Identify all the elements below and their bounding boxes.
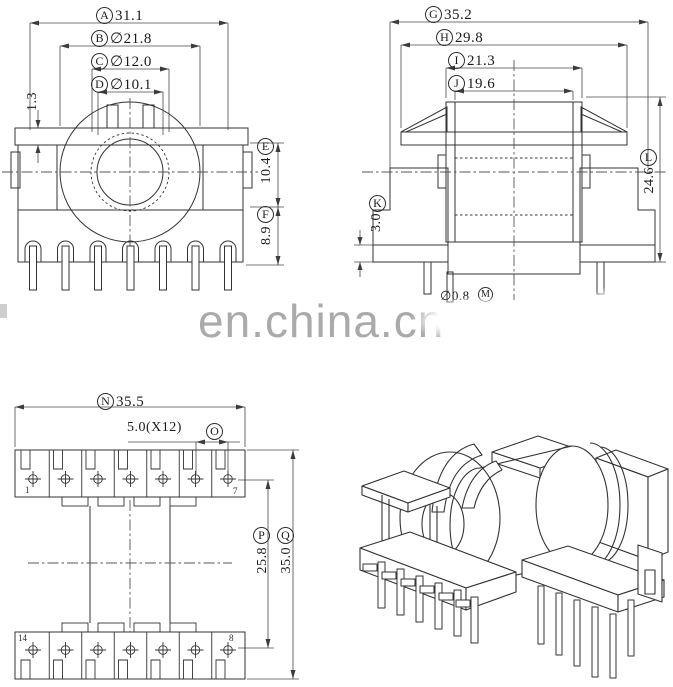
top-view-drawing <box>14 404 299 680</box>
dim-l-balloon: L <box>640 149 657 166</box>
dim-b-balloon: B <box>91 30 108 47</box>
dim-g-balloon: G <box>425 6 442 23</box>
pin-number-8: 8 <box>229 633 234 643</box>
dim-flange-value: 1.3 <box>25 92 40 111</box>
side-view-drawing <box>354 19 668 303</box>
watermark-text: en.china.cn <box>198 295 445 347</box>
dim-a-balloon: A <box>96 7 113 24</box>
dim-j-value: 19.6 <box>467 76 496 92</box>
pin-number-14: 14 <box>18 633 27 643</box>
pin-number-7: 7 <box>233 486 238 496</box>
dim-k-value: 3.0 <box>369 213 384 232</box>
dim-c-balloon: C <box>91 53 108 70</box>
dim-o-balloon: O <box>206 423 223 440</box>
dim-i-balloon: I <box>448 52 465 69</box>
dim-e-balloon: E <box>257 138 274 155</box>
dim-d-value: ∅10.1 <box>110 77 152 93</box>
dim-l-value: 24.6 <box>642 167 657 194</box>
dim-k-balloon: K <box>369 195 386 212</box>
iso-view-drawing <box>359 435 669 679</box>
dim-f-value: 8.9 <box>259 226 274 245</box>
dim-e-value: 10.4 <box>259 157 274 184</box>
dim-d-balloon: D <box>91 76 108 93</box>
scan-artifact <box>0 304 7 318</box>
dim-h-balloon: H <box>436 29 453 46</box>
dim-q-value: 35.0 <box>279 547 294 574</box>
dim-j-balloon: J <box>448 75 465 92</box>
dim-p-value: 25.8 <box>255 547 270 574</box>
pin-number-1: 1 <box>25 485 30 495</box>
blur-patch <box>585 284 667 332</box>
dim-h-value: 29.8 <box>455 30 484 46</box>
dim-o-value: 5.0(X12) <box>127 420 182 435</box>
dim-q-balloon: Q <box>277 527 294 544</box>
dim-g-value: 35.2 <box>444 7 473 23</box>
dim-b-value: ∅21.8 <box>110 31 152 47</box>
dim-c-value: ∅12.0 <box>110 54 152 70</box>
dim-i-value: 21.3 <box>467 53 496 69</box>
dim-a-value: 31.1 <box>115 8 144 24</box>
front-view-drawing <box>2 20 284 292</box>
dim-f-balloon: F <box>257 206 274 223</box>
dim-n-balloon: N <box>97 393 114 410</box>
dim-p-balloon: P <box>253 527 270 544</box>
dim-n-value: 35.5 <box>116 394 145 410</box>
